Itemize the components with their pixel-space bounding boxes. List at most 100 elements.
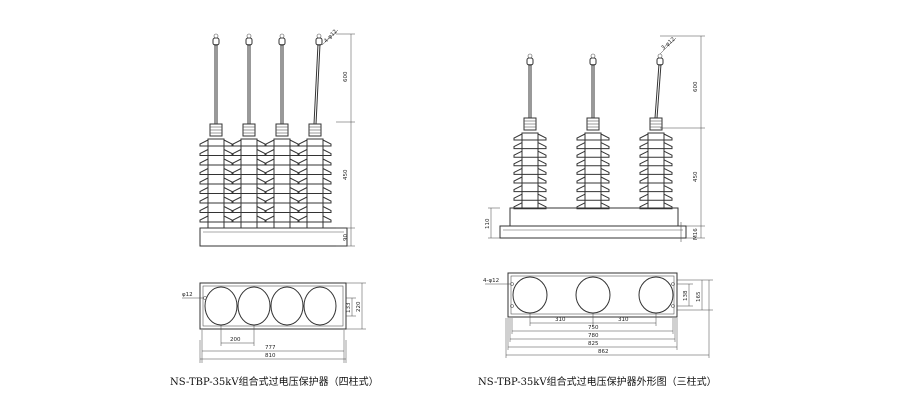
right-dim-pitch1: 310 (555, 317, 566, 323)
right-top-column-2 (575, 276, 611, 314)
left-column-3 (265, 33, 299, 229)
right-shed-2-2 (576, 142, 610, 150)
right-dim-h-large: 165 (696, 291, 702, 302)
right-shed-3-3 (639, 150, 673, 158)
right-shed-3-6 (639, 176, 673, 184)
left-shed-3-1 (265, 139, 299, 147)
left-shed-3-4 (265, 168, 299, 175)
right-column-cap-1 (526, 57, 534, 66)
left-shed-2-3 (232, 158, 266, 166)
left-shed-3-9 (265, 215, 299, 223)
left-shed-1-6 (199, 187, 233, 194)
left-caption: NS-TBP-35kV组合式过电压保护器（四柱式） (170, 375, 379, 388)
left-column-cap-2 (245, 37, 253, 46)
left-column-2 (232, 33, 266, 229)
right-dim-pitch2: 310 (618, 317, 629, 323)
right-column-3 (639, 53, 673, 210)
left-shed-4-8 (298, 206, 332, 213)
right-dim-rod: 600 (693, 81, 699, 92)
right-shed-3-7 (639, 185, 673, 193)
left-dim-body: 450 (343, 169, 349, 180)
left-shed-2-1 (232, 139, 266, 147)
right-shed-1-9 (513, 202, 547, 210)
right-shed-1-5 (513, 167, 547, 175)
left-dim-overall: 810 (265, 353, 276, 359)
left-shed-1-1 (199, 139, 233, 147)
left-shed-3-5 (265, 177, 299, 185)
right-shed-3-1 (639, 133, 673, 141)
left-top-plate (199, 282, 347, 330)
left-shed-4-6 (298, 187, 332, 194)
left-front-view: 600 450 90 4-φ12 (199, 29, 355, 247)
right-dim-base-left: 110 (485, 218, 491, 229)
right-shed-1-2 (513, 142, 547, 150)
right-dim-d2: 780 (588, 333, 599, 339)
right-dim-d1: 750 (588, 325, 599, 331)
left-top-column-3 (270, 286, 304, 326)
left-shed-2-2 (232, 149, 266, 156)
right-shed-3-4 (639, 159, 673, 167)
right-dim-cap: 3-φ12 (660, 37, 676, 52)
left-dim-rod: 600 (343, 71, 349, 82)
right-top-view: 4-φ12 310 310 750 780 825 862 138 165 (483, 272, 713, 358)
left-top-column-2 (237, 286, 271, 326)
right-shed-2-8 (576, 193, 610, 201)
right-column-2 (576, 53, 610, 210)
right-shed-1-1 (513, 133, 547, 141)
left-shed-2-7 (232, 196, 266, 204)
right-shed-2-3 (576, 150, 610, 158)
right-shed-2-7 (576, 185, 610, 193)
right-shed-2-1 (576, 133, 610, 141)
right-shed-2-9 (576, 202, 610, 210)
right-column-1 (513, 53, 547, 210)
right-dim-h-small: 138 (683, 290, 689, 301)
right-dim-body: 450 (693, 171, 699, 182)
left-shed-4-7 (298, 196, 332, 204)
right-shed-1-8 (513, 193, 547, 201)
left-column-4 (298, 33, 332, 229)
right-dim-d4: 862 (598, 349, 609, 355)
left-dim-hole: φ12 (182, 292, 193, 298)
right-top-column-1 (512, 276, 548, 314)
right-top-plate (507, 272, 678, 318)
right-shed-3-5 (639, 167, 673, 175)
right-dim-d3: 825 (588, 341, 599, 347)
right-dim-base-right: M16 (693, 228, 699, 240)
left-dim-h-small: 133 (346, 302, 352, 313)
right-shed-2-6 (576, 176, 610, 184)
left-column-cap-1 (212, 37, 220, 46)
right-column-cap-3 (656, 57, 664, 66)
right-top-column-3 (638, 276, 674, 314)
left-column-cap-3 (278, 37, 286, 46)
left-shed-2-9 (232, 215, 266, 223)
left-shed-4-9 (298, 215, 332, 223)
left-column-1 (199, 33, 233, 229)
left-shed-4-4 (298, 168, 332, 175)
left-top-view: φ12 200 777 810 133 220 (182, 282, 366, 363)
left-shed-4-3 (298, 158, 332, 166)
right-shed-3-9 (639, 202, 673, 210)
left-column-cap-4 (315, 37, 323, 46)
left-shed-1-9 (199, 215, 233, 223)
right-shed-2-5 (576, 167, 610, 175)
left-shed-3-8 (265, 206, 299, 213)
left-shed-2-4 (232, 168, 266, 175)
left-base-plate (199, 227, 348, 247)
left-shed-4-2 (298, 149, 332, 156)
right-shed-3-8 (639, 193, 673, 201)
left-shed-1-2 (199, 149, 233, 156)
right-shed-1-7 (513, 185, 547, 193)
left-top-column-1 (204, 286, 238, 326)
left-shed-1-8 (199, 206, 233, 213)
left-shed-1-3 (199, 158, 233, 166)
left-shed-4-1 (298, 139, 332, 147)
left-dim-h-large: 220 (356, 301, 362, 312)
left-shed-3-3 (265, 158, 299, 166)
left-shed-1-4 (199, 168, 233, 175)
left-shed-1-5 (199, 177, 233, 185)
right-shed-1-6 (513, 176, 547, 184)
right-dim-holes: 4-φ12 (483, 278, 499, 284)
left-dim-pitch: 200 (230, 337, 241, 343)
right-shed-1-3 (513, 150, 547, 158)
